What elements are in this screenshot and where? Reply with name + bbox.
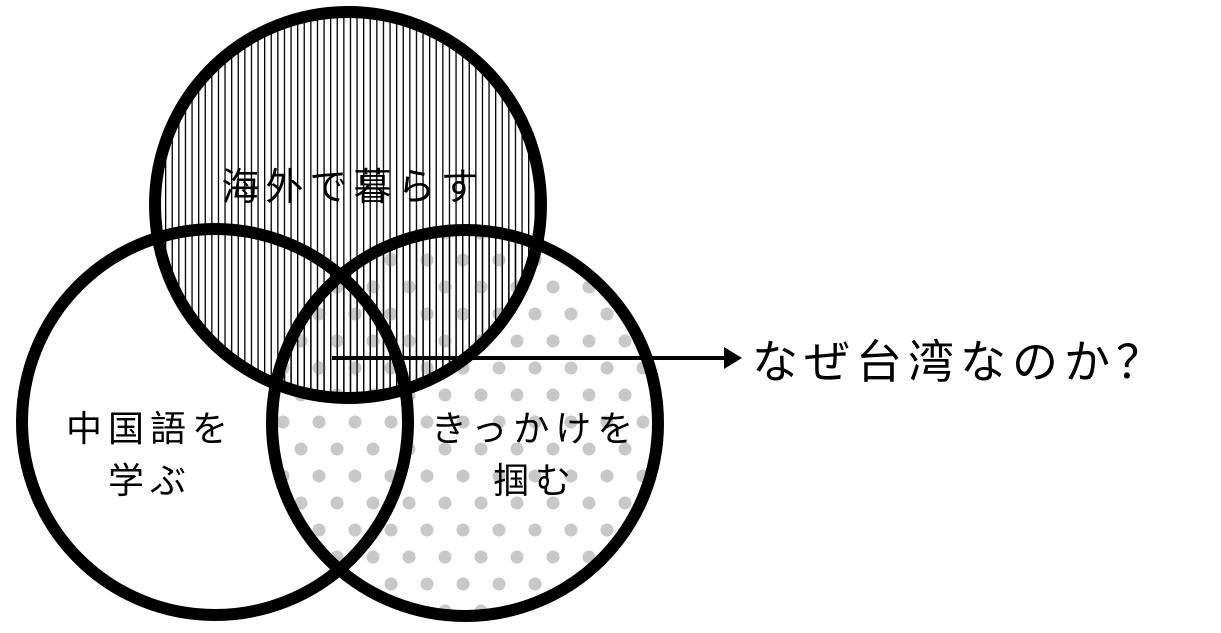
circle-left-outline — [16, 223, 414, 621]
circle-right-outline — [266, 224, 664, 622]
arrow-head-icon — [724, 347, 742, 369]
label-left-circle: 中国語を 学ぶ — [65, 409, 234, 503]
label-top-circle: 海外で暮らす — [221, 165, 485, 209]
label-right-circle: きっかけを 掴む — [430, 409, 640, 503]
question-text: なぜ台湾なのか？ — [752, 335, 1168, 389]
circle-top-outline — [149, 6, 547, 404]
